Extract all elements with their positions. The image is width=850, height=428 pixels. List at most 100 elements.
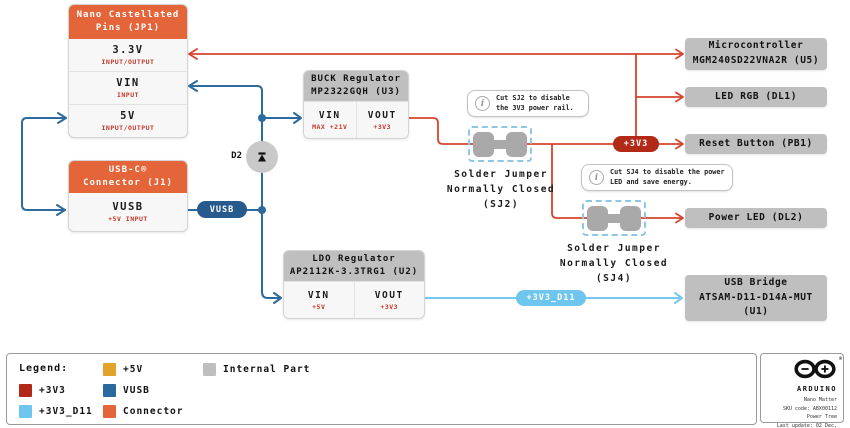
infinity-logo-icon <box>794 359 836 379</box>
arrowhead-into-reset <box>675 138 684 150</box>
sj4-note-text: Cut SJ4 to disable the power LED and sav… <box>610 168 725 186</box>
legend-label: Internal Part <box>223 364 311 375</box>
legend-item-3v3: +3V3 <box>19 384 66 397</box>
u2-pin-vin: VIN +5V <box>284 282 354 318</box>
jp1-row-5v: 5V INPUT/OUTPUT <box>69 104 187 137</box>
legend-label: +3V3_D11 <box>39 406 93 417</box>
3v3-d11-net-pill: +3V3_D11 <box>516 290 586 306</box>
solder-jumper-sj2 <box>468 126 532 162</box>
sj2-note-text: Cut SJ2 to disable the 3V3 power rail. <box>496 94 574 112</box>
junction-dot <box>258 114 266 122</box>
pin-rating: +3V3 <box>380 302 399 311</box>
wire-5v-loop <box>21 117 67 211</box>
legend-item-connector: Connector <box>103 405 183 418</box>
pin-name: VOUT <box>367 109 397 121</box>
pin-direction: INPUT/OUTPUT <box>101 58 155 66</box>
legend-item-vusb: VUSB <box>103 384 150 397</box>
pin-name: 5V <box>120 110 136 122</box>
u3-pins: VIN MAX +21V VOUT +3V3 <box>304 101 408 138</box>
arrowhead-into-buck-vin <box>293 112 302 124</box>
power-led-box: Power LED (DL2) <box>685 208 827 228</box>
usb-bridge-box: USB Bridge ATSAM-D11-D14A-MUT (U1) <box>685 275 827 321</box>
color-swatch <box>103 384 116 397</box>
jumper-pad <box>473 131 495 157</box>
legend-label: Connector <box>123 406 184 417</box>
arrowhead-into-led-rgb <box>675 91 684 103</box>
pin-name: VIN <box>307 289 330 301</box>
pin-rating: MAX +21V <box>312 122 348 131</box>
color-swatch <box>103 363 116 376</box>
wire-to-ldo-vin <box>261 209 281 299</box>
pin-rating: +3V3 <box>373 122 392 131</box>
wire-buck-vout-to-sj2 <box>406 117 475 145</box>
pin-direction: INPUT <box>116 91 140 99</box>
arrowhead-into-powerled <box>675 212 684 224</box>
u3-header: BUCK Regulator MP2322GQH (U3) <box>304 71 408 101</box>
pin-name: VUSB <box>112 201 144 213</box>
legend: Legend: +3V3 +3V3_D11 +5V VUSB Connector… <box>6 353 757 425</box>
sj4-label: Solder Jumper Normally Closed (SJ4) <box>559 243 669 285</box>
pin-name: 3.3V <box>112 44 144 56</box>
document-type: Power Tree <box>806 414 837 420</box>
pin-name: VOUT <box>374 289 404 301</box>
j1-header: USB-C® Connector (J1) <box>69 161 187 193</box>
u3-pin-vin: VIN MAX +21V <box>304 102 356 138</box>
sku-code: SKU code: ABX00112 <box>782 405 837 412</box>
legend-item-internal-part: Internal Part <box>203 363 310 376</box>
diode-d2 <box>246 141 278 173</box>
jumper-pad <box>505 131 527 157</box>
legend-label: +3V3 <box>39 385 66 396</box>
legend-item-5v: +5V <box>103 363 143 376</box>
color-swatch <box>203 363 216 376</box>
microcontroller-box: Microcontroller MGM240SD22VNA2R (U5) <box>685 38 827 70</box>
pin-direction: +5V INPUT <box>108 215 148 223</box>
sj2-label: Solder Jumper Normally Closed (SJ2) <box>446 169 556 211</box>
buck-regulator-box: BUCK Regulator MP2322GQH (U3) VIN MAX +2… <box>303 70 409 139</box>
pin-rating: +5V <box>312 302 326 311</box>
title-block: ® ARDUINO Nano Matter SKU code: ABX00112… <box>760 353 844 428</box>
color-swatch <box>19 384 32 397</box>
led-rgb-box: LED RGB (DL1) <box>685 87 827 107</box>
jp1-header: Nano Castellated Pins (JP1) <box>69 5 187 39</box>
arrowhead-into-5v <box>57 112 67 124</box>
arduino-logo: ® <box>793 356 842 384</box>
legend-label: +5V <box>123 364 144 375</box>
jp1-row-vin: VIN INPUT <box>69 71 187 104</box>
arrowhead-into-vusb <box>56 204 66 216</box>
brand-name: ARDUINO <box>796 385 837 393</box>
vusb-net-pill: VUSB <box>197 201 247 218</box>
arrowhead-into-usb-bridge <box>674 292 683 304</box>
arrowhead-into-ldo-vin <box>273 292 282 304</box>
arrowhead-into-mcu <box>675 48 684 60</box>
legend-title: Legend: <box>19 363 69 374</box>
jumper-pad <box>587 205 609 231</box>
sj4-note-callout: i Cut SJ4 to disable the power LED and s… <box>581 164 733 192</box>
v3v3-net-lines <box>188 48 684 224</box>
color-swatch <box>19 405 32 418</box>
reset-button-box: Reset Button (PB1) <box>685 134 827 154</box>
jp1-row-3v3: 3.3V INPUT/OUTPUT <box>69 39 187 71</box>
pin-name: VIN <box>318 109 341 121</box>
u2-pin-vout: VOUT +3V3 <box>353 282 425 318</box>
registered-mark: ® <box>838 356 842 362</box>
u3-pin-vout: VOUT +3V3 <box>355 102 409 138</box>
u2-pins: VIN +5V VOUT +3V3 <box>284 281 424 318</box>
wire-branch-to-sj4 <box>551 143 589 219</box>
diode-d2-label: D2 <box>231 151 242 161</box>
info-icon: i <box>589 170 604 186</box>
title-block-info: Nano Matter SKU code: ABX00112 Power Tre… <box>767 396 837 428</box>
sj2-note-callout: i Cut SJ2 to disable the 3V3 power rail. <box>467 90 589 118</box>
arrowhead-into-jp1-3v3 <box>188 48 198 60</box>
color-swatch <box>103 405 116 418</box>
usb-c-connector-box: USB-C® Connector (J1) VUSB +5V INPUT <box>68 160 188 232</box>
wire-to-jp1-vin <box>189 85 263 119</box>
pin-name: VIN <box>116 77 140 89</box>
diode-icon <box>258 152 266 162</box>
pin-direction: INPUT/OUTPUT <box>101 124 155 132</box>
info-icon: i <box>475 96 490 112</box>
jumper-bridge <box>494 139 506 149</box>
nano-castellated-pins-box: Nano Castellated Pins (JP1) 3.3V INPUT/O… <box>68 4 188 138</box>
j1-row-vusb: VUSB +5V INPUT <box>69 193 187 231</box>
